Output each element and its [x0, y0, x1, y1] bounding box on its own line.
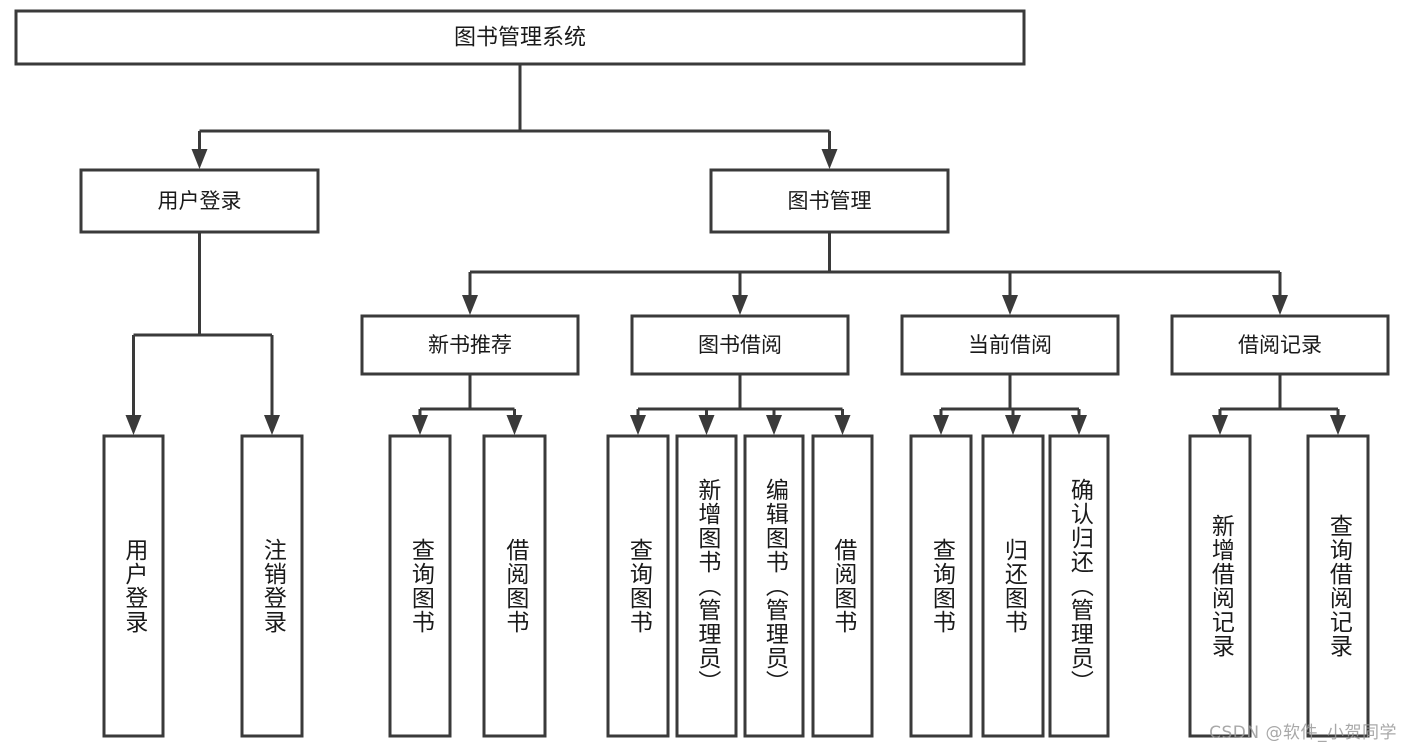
new-book-recommend-to-leaves-arrow-1 — [506, 415, 523, 435]
root-node-book-management-system-rect[interactable] — [14, 9, 1026, 66]
book-manage-to-level2-arrow-1 — [732, 295, 748, 315]
user-login-to-leaves-arrow-1 — [264, 415, 280, 435]
book-manage-to-level2-arrow-0 — [462, 295, 478, 315]
level1-node-user-login-label: 用户登录 — [158, 189, 242, 213]
book-manage-to-level2-arrow-3 — [1272, 295, 1288, 315]
root-node-book-management-system[interactable]: 图书管理系统 — [14, 9, 1026, 66]
book-borrow-to-leaves-arrow-0 — [630, 415, 646, 435]
root-node-book-management-system-label: 图书管理系统 — [454, 26, 586, 51]
level2-node-borrow-record-label: 借阅记录 — [1238, 333, 1322, 357]
leaf-node-leaf-edit-book-rect[interactable] — [743, 434, 805, 738]
leaf-node-leaf-query-book-3[interactable] — [909, 434, 973, 738]
level2-node-new-book-recommend-rect[interactable] — [360, 314, 580, 376]
leaf-node-leaf-add-record[interactable] — [1188, 434, 1252, 738]
current-borrow-to-leaves-arrow-0 — [933, 415, 949, 435]
leaf-node-leaf-user-login[interactable] — [102, 434, 165, 738]
leaf-node-leaf-add-book-rect[interactable] — [675, 434, 738, 738]
level1-node-book-manage-label: 图书管理 — [788, 189, 872, 213]
connectors-layer — [125, 64, 1346, 435]
level2-node-new-book-recommend-label: 新书推荐 — [428, 333, 512, 357]
leaf-node-leaf-query-book-2-rect[interactable] — [606, 434, 670, 738]
level2-node-book-borrow-rect[interactable] — [630, 314, 850, 376]
leaf-node-leaf-borrow-book-1-rect[interactable] — [482, 434, 547, 738]
current-borrow-to-leaves-arrow-2 — [1071, 415, 1087, 435]
borrow-record-to-leaves-arrow-0 — [1212, 415, 1228, 435]
leaf-node-leaf-logout-rect[interactable] — [240, 434, 304, 738]
leaf-node-leaf-query-book-1[interactable] — [388, 434, 452, 738]
leaf-node-leaf-logout[interactable] — [240, 434, 304, 738]
leaf-node-leaf-query-record-rect[interactable] — [1306, 434, 1370, 738]
leaf-node-leaf-confirm-return-rect[interactable] — [1048, 434, 1110, 738]
leaf-node-leaf-query-book-1-rect[interactable] — [388, 434, 452, 738]
borrow-record-to-leaves-arrow-1 — [1330, 415, 1346, 435]
leaf-node-leaf-user-login-rect[interactable] — [102, 434, 165, 738]
leaf-node-leaf-edit-book[interactable] — [743, 434, 805, 738]
leaf-node-leaf-return-book[interactable] — [981, 434, 1045, 738]
current-borrow-to-leaves-arrow-1 — [1005, 415, 1021, 435]
leaf-node-leaf-query-record[interactable] — [1306, 434, 1370, 738]
leaf-node-leaf-query-book-2[interactable] — [606, 434, 670, 738]
leaf-node-leaf-add-book[interactable] — [675, 434, 738, 738]
new-book-recommend-to-leaves-arrow-0 — [412, 415, 428, 435]
level1-node-user-login-rect[interactable] — [79, 168, 320, 234]
leaf-node-leaf-add-record-rect[interactable] — [1188, 434, 1252, 738]
book-borrow-to-leaves-arrow-3 — [834, 415, 851, 435]
leaf-node-leaf-borrow-book-1[interactable] — [482, 434, 547, 738]
user-login-to-leaves-arrow-0 — [125, 415, 142, 435]
level2-node-book-borrow[interactable]: 图书借阅 — [630, 314, 850, 376]
level2-node-current-borrow-rect[interactable] — [900, 314, 1120, 376]
leaf-node-leaf-borrow-book-2-rect[interactable] — [811, 434, 874, 738]
leaf-node-leaf-borrow-book-2[interactable] — [811, 434, 874, 738]
book-borrow-to-leaves-arrow-2 — [766, 415, 782, 435]
book-borrow-to-leaves-arrow-1 — [698, 415, 715, 435]
level1-node-book-manage-rect[interactable] — [709, 168, 950, 234]
level2-node-new-book-recommend[interactable]: 新书推荐 — [360, 314, 580, 376]
leaf-node-leaf-return-book-rect[interactable] — [981, 434, 1045, 738]
level2-node-book-borrow-label: 图书借阅 — [698, 333, 782, 357]
root-to-level1-arrow-0 — [191, 149, 208, 169]
level1-node-user-login[interactable]: 用户登录 — [79, 168, 320, 234]
level2-node-current-borrow[interactable]: 当前借阅 — [900, 314, 1120, 376]
level2-node-borrow-record-rect[interactable] — [1170, 314, 1390, 376]
book-manage-to-level2-arrow-2 — [1002, 295, 1018, 315]
level2-node-borrow-record[interactable]: 借阅记录 — [1170, 314, 1390, 376]
watermark-text: CSDN @软件_小贺同学 — [1209, 723, 1397, 743]
level2-node-current-borrow-label: 当前借阅 — [968, 333, 1052, 357]
root-to-level1-arrow-1 — [821, 149, 838, 169]
leaf-node-leaf-query-book-3-rect[interactable] — [909, 434, 973, 738]
level1-node-book-manage[interactable]: 图书管理 — [709, 168, 950, 234]
leaf-node-leaf-confirm-return[interactable] — [1048, 434, 1110, 738]
